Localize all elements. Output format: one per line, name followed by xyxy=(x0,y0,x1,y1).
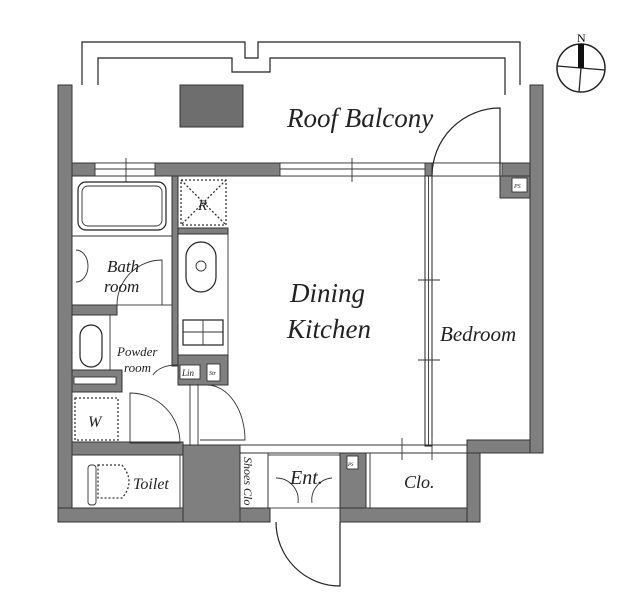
compass-north-label: N xyxy=(577,31,586,45)
toilet-label: Toilet xyxy=(133,476,169,493)
entrance-label: Ent. xyxy=(289,467,323,489)
north-compass-icon xyxy=(556,43,606,93)
washer-label: W xyxy=(88,414,103,431)
roof-balcony-label: Roof Balcony xyxy=(286,103,433,133)
outdoor-unit-block xyxy=(179,84,244,128)
bathroom-label: Bath xyxy=(107,257,139,276)
bath-door-swing xyxy=(116,259,163,306)
balcony-door-swing xyxy=(431,107,501,177)
washer-space xyxy=(74,397,119,441)
refrigerator-space xyxy=(180,179,227,226)
dining-kitchen-label: Dining xyxy=(289,278,365,308)
washbasin xyxy=(79,324,103,368)
kitchen-sink xyxy=(185,241,217,293)
refrigerator-label: R xyxy=(197,198,207,214)
storage-label: Str xyxy=(209,371,217,377)
balcony-parapet xyxy=(81,41,521,95)
dining-kitchen-label-2: Kitchen xyxy=(286,314,371,344)
bedroom-label: Bedroom xyxy=(440,322,516,346)
powder-door-swing xyxy=(129,392,181,444)
shoes-closet-label: Shoes Clo xyxy=(241,457,255,505)
powder-room-label: Powder xyxy=(116,344,158,359)
pipe-space-label-2: PS xyxy=(347,463,354,468)
pipe-space-label: PS xyxy=(513,184,521,190)
linen-label: Lin xyxy=(181,368,195,378)
bathtub xyxy=(77,181,167,231)
powder-room-label-2: room xyxy=(124,360,151,375)
bathroom-label-2: room xyxy=(104,277,139,296)
closet-label: Clo. xyxy=(404,472,435,492)
entrance-door[interactable] xyxy=(275,521,341,587)
